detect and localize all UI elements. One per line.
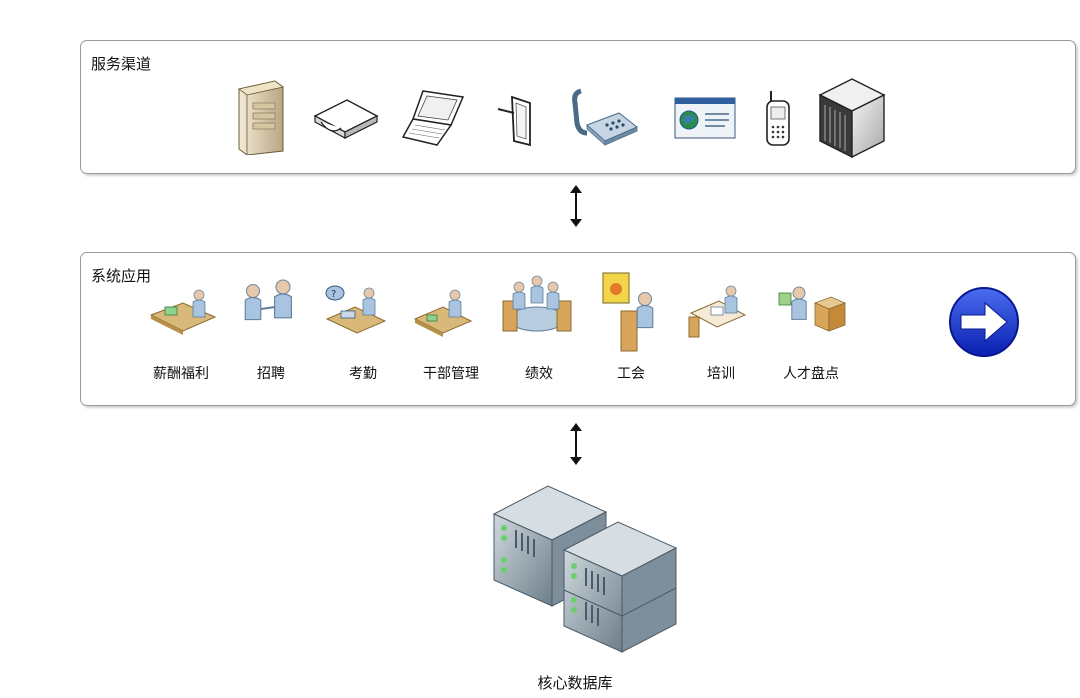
scanner-icon [313, 99, 379, 139]
right-arrow-circle-icon[interactable] [947, 285, 1021, 359]
app-label-performance: 绩效 [525, 366, 553, 382]
system-apps-panel: 系统应用 薪酬福利 招聘 ? 考勤 干部管理 绩效 [80, 252, 1076, 406]
system-apps-title: 系统应用 [91, 267, 152, 285]
laptop-icon [401, 90, 465, 146]
app-label-recruitment: 招聘 [257, 366, 285, 382]
bidirectional-arrow-top [570, 185, 582, 227]
app-label-cadre: 干部管理 [423, 366, 479, 382]
recruitment-icon [244, 279, 292, 321]
app-label-talent: 人才盘点 [783, 366, 839, 382]
svg-text:?: ? [331, 289, 336, 300]
mainframe-icon [818, 78, 886, 159]
app-label-salary: 薪酬福利 [153, 366, 209, 382]
tablet-icon [497, 95, 531, 147]
attendance-icon: ? [325, 285, 387, 334]
mobile-phone-icon [766, 91, 790, 146]
server-cluster-icon [492, 485, 678, 653]
app-label-training: 培训 [707, 366, 735, 382]
performance-icon [502, 275, 572, 332]
service-channels-panel: 服务渠道 [80, 40, 1076, 174]
cadre-management-icon [413, 289, 473, 337]
talent-review-icon [778, 286, 847, 332]
labor-union-icon [602, 272, 654, 352]
web-page-icon [674, 97, 736, 139]
salary-benefits-icon [149, 289, 217, 335]
training-icon [688, 285, 747, 338]
core-database-label: 核心数据库 [537, 674, 613, 692]
server-tower-icon [238, 80, 284, 155]
service-channels-title: 服务渠道 [91, 55, 152, 73]
bidirectional-arrow-bottom [570, 423, 582, 465]
app-label-union: 工会 [617, 366, 645, 382]
telephone-icon [572, 88, 638, 146]
app-label-attendance: 考勤 [349, 366, 377, 382]
